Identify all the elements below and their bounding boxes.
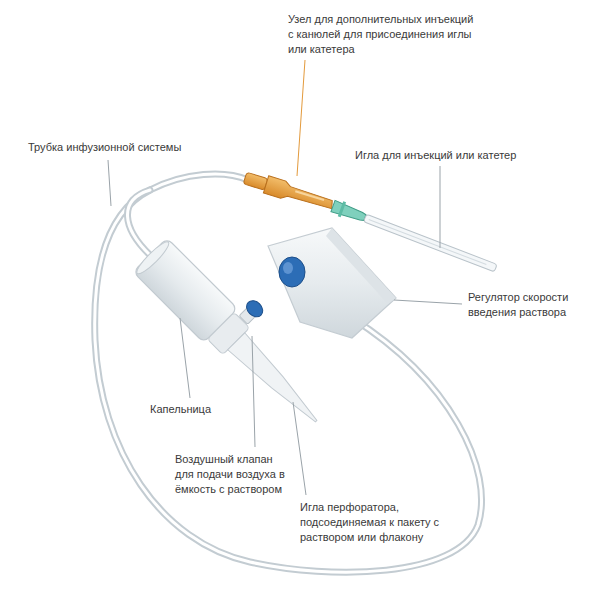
tube-loop-highlight xyxy=(95,190,482,572)
tube-chamber xyxy=(127,190,150,255)
needle-shaft xyxy=(369,219,487,264)
clamp-side xyxy=(326,228,396,304)
needle-hub xyxy=(330,198,367,225)
needle-cap xyxy=(364,214,498,272)
leader-line xyxy=(252,336,255,447)
leader-line xyxy=(297,60,305,176)
part-label: Капельница xyxy=(150,402,250,417)
part-label: Воздушный клапан для подачи воздуха в ём… xyxy=(175,452,293,498)
leader-line xyxy=(108,160,111,206)
wheel-shine xyxy=(283,262,293,274)
cap-tube xyxy=(364,214,498,272)
leader-line xyxy=(180,318,190,398)
clamp-body xyxy=(268,228,396,338)
perforator-spike xyxy=(228,333,325,430)
hub-body xyxy=(331,200,367,223)
injection-port xyxy=(242,169,335,213)
clamp-wheel xyxy=(279,257,305,287)
chamber-top xyxy=(134,239,172,277)
drip-chamber xyxy=(132,224,346,438)
port-body xyxy=(263,176,335,214)
part-label: Игла перфоратора, подсоединяемая к пакет… xyxy=(300,500,440,546)
port-shine xyxy=(295,190,324,201)
air-valve-cap xyxy=(243,297,266,320)
port-ring xyxy=(243,172,268,190)
tube-loop xyxy=(95,190,482,572)
part-label: Игла для инъекций или катетер xyxy=(355,148,535,163)
tube-upper xyxy=(150,174,248,190)
tube-upper-highlight xyxy=(150,174,248,190)
roller-clamp xyxy=(268,228,396,338)
leader-line xyxy=(440,166,441,248)
tube-chamber-highlight xyxy=(127,190,150,255)
leader-line xyxy=(293,402,306,495)
part-label: Трубка инфузионной системы xyxy=(28,140,203,155)
part-label: Регулятор скорости введения раствора xyxy=(468,290,594,320)
part-label: Узел для дополнительных инъекций с канюл… xyxy=(288,12,478,58)
leader-line xyxy=(394,300,462,304)
hub-fin xyxy=(338,201,346,217)
